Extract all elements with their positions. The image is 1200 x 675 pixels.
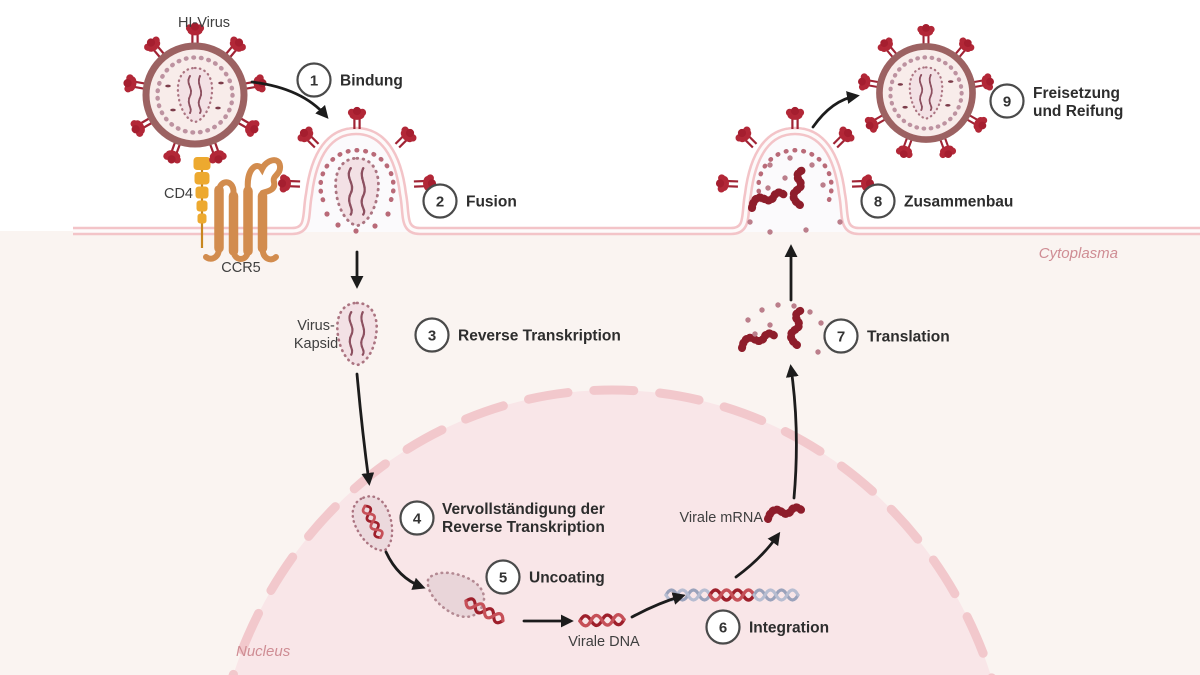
arrow-into-nucleus xyxy=(355,372,375,486)
step-badge-4: 4 Vervollständigung der Reverse Transkri… xyxy=(399,500,605,536)
step-badge-2: 2 Fusion xyxy=(422,183,517,219)
cytoplasma-label: Cytoplasma xyxy=(1039,245,1118,262)
matrix-dots xyxy=(324,211,391,234)
step-label-zusammenbau: Zusammenbau xyxy=(904,194,1013,211)
step-number: 2 xyxy=(436,194,444,211)
step-number: 6 xyxy=(719,620,727,637)
arrow-to-uncoating xyxy=(384,550,426,590)
step-label-reverse-transkription: Reverse Transkription xyxy=(458,328,621,345)
step-label-freisetzung-line2: und Reifung xyxy=(1033,103,1123,120)
ccr5-receptor xyxy=(203,157,284,263)
step-badges: 1 Bindung 2 Fusion 3 Reverse Transkripti… xyxy=(296,62,1123,645)
virale-mrna-label: Virale mRNA xyxy=(679,510,763,526)
arrow-to-mrna xyxy=(734,531,781,579)
step-label-bindung: Bindung xyxy=(340,73,403,90)
step-badge-9: 9 Freisetzung und Reifung xyxy=(989,83,1123,120)
arrow-to-translation xyxy=(785,364,799,500)
flow-arrows xyxy=(250,80,860,628)
arrow-to-release xyxy=(811,91,860,129)
arrow-binding xyxy=(250,80,329,119)
fusing-virion xyxy=(276,105,438,234)
step-badge-1: 1 Bindung xyxy=(296,62,403,98)
step-badge-3: 3 Reverse Transkription xyxy=(414,317,621,353)
step-label-uncoating: Uncoating xyxy=(529,570,605,587)
ccr5-label: CCR5 xyxy=(221,260,260,276)
nucleus-shape xyxy=(228,385,996,675)
step-number: 7 xyxy=(837,329,845,346)
step-number: 5 xyxy=(499,570,507,587)
step-label-translation: Translation xyxy=(867,329,950,346)
bud-dots xyxy=(747,155,843,235)
virus-kapsid-label-line2: Kapsid xyxy=(294,336,338,352)
cd4-receptor xyxy=(193,157,211,248)
step-badge-7: 7 Translation xyxy=(823,318,950,354)
step-number: 8 xyxy=(874,194,882,211)
step-label-freisetzung-line1: Freisetzung xyxy=(1033,85,1120,102)
step-label-vervollstaendigung-line2: Reverse Transkription xyxy=(442,519,605,536)
virale-dna-label: Virale DNA xyxy=(568,634,640,650)
step-number: 4 xyxy=(413,511,422,528)
hi-virus-label: HI-Virus xyxy=(178,15,230,31)
plasma-membrane xyxy=(73,126,1200,236)
arrow-to-integration xyxy=(630,592,686,619)
step-badge-6: 6 Integration xyxy=(705,609,829,645)
virus-kapsid-label-line1: Virus- xyxy=(297,318,335,334)
step-label-vervollstaendigung-line1: Vervollständigung der xyxy=(442,501,605,518)
nucleus-label: Nucleus xyxy=(236,643,291,660)
step-number: 3 xyxy=(428,328,436,345)
step-badge-5: 5 Uncoating xyxy=(485,559,605,595)
assembly-bud-interior xyxy=(731,131,859,232)
step-label-integration: Integration xyxy=(749,620,829,637)
cd4-label: CD4 xyxy=(164,186,193,202)
step-number: 1 xyxy=(310,73,318,90)
step-badge-8: 8 Zusammenbau xyxy=(860,183,1013,219)
assembling-virion xyxy=(714,105,876,235)
step-number: 9 xyxy=(1003,94,1011,111)
step-label-fusion: Fusion xyxy=(466,194,517,211)
